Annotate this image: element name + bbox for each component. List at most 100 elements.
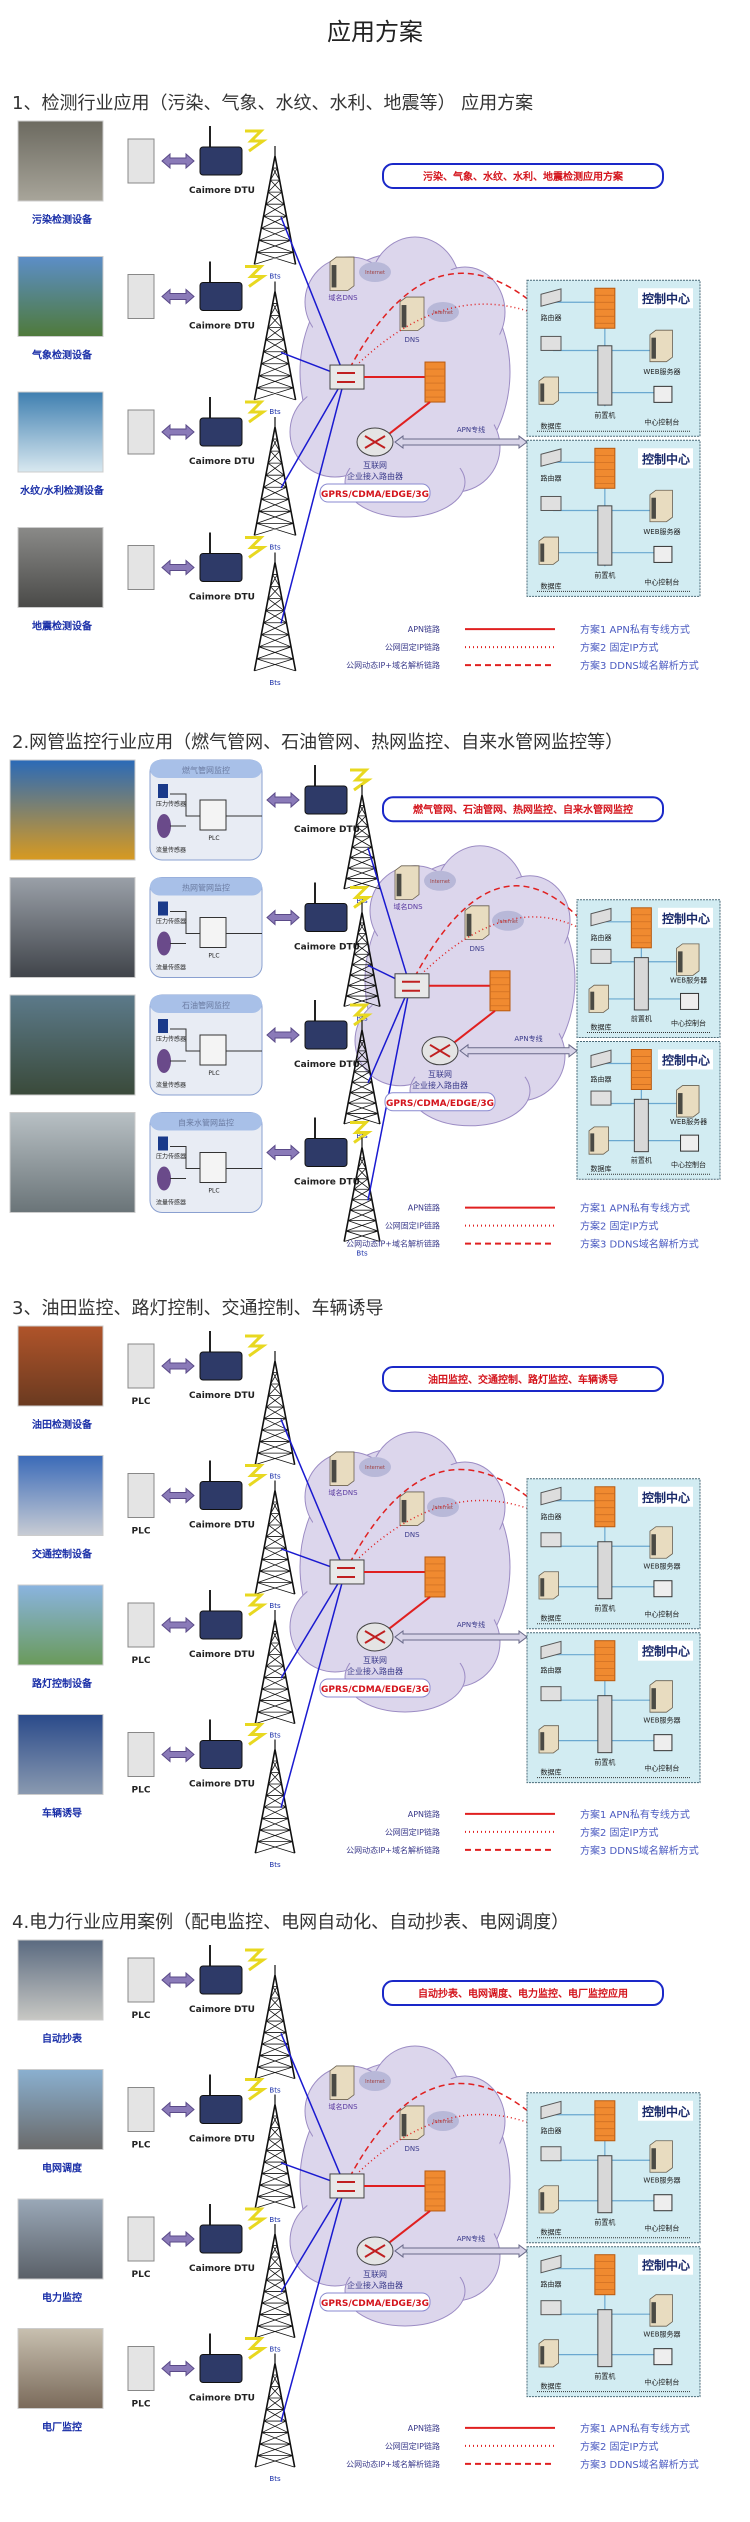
network-pill — [319, 1678, 431, 1698]
legend-link-label: APN链路 — [408, 2423, 440, 2433]
database-label: 数据库 — [541, 2228, 562, 2237]
signal-lightning-icon — [245, 1464, 268, 1487]
control-center-title: 控制中心 — [642, 1490, 690, 1505]
plc-module-icon — [127, 1602, 155, 1648]
wireless-link — [367, 985, 411, 1084]
frontend-label: 前置机 — [594, 2372, 615, 2381]
control-center-title-bg — [658, 907, 713, 928]
flow-sensor-label: 流量传感器 — [156, 846, 186, 854]
frontend-label: 前置机 — [594, 1758, 615, 1767]
router-icon — [590, 907, 612, 927]
bts-label: Bts — [269, 679, 281, 687]
bts-label: Bts — [269, 1602, 281, 1610]
dtu-label: Caimore DTU — [294, 1060, 360, 1070]
wireless-link — [367, 847, 411, 987]
wireless-link — [367, 985, 411, 1201]
dtu-device-icon — [199, 417, 243, 447]
device-label: 电力监控 — [42, 2291, 82, 2304]
dtu-label: Caimore DTU — [189, 1650, 255, 1660]
frontend-label: 前置机 — [594, 2218, 615, 2227]
dtu-device-icon — [199, 1740, 243, 1769]
console-label: 中心控制台 — [644, 2378, 679, 2387]
wireless-link — [280, 376, 346, 489]
panel-title: 燃气管网监控 — [182, 765, 230, 775]
flow-sensor-label: 流量传感器 — [156, 1081, 186, 1089]
network-diagram: 燃气管网、石油管网、热网监控、自来水管网监控燃气管网监控压力传感器流量传感器PL… — [9, 759, 721, 1258]
panel-header — [150, 995, 262, 1013]
server-front — [331, 2073, 337, 2097]
console-monitor-icon — [680, 992, 700, 1010]
dtu-label: Caimore DTU — [189, 1391, 255, 1401]
legend-scheme-label: 方案3 DDNS域名解析方式 — [580, 1238, 699, 1251]
wireless-link — [280, 2185, 346, 2422]
console-label: 中心控制台 — [644, 2224, 679, 2233]
double-arrow-icon — [266, 1144, 300, 1161]
internet-label: Internet — [498, 919, 518, 925]
legend-scheme-label: 方案2 固定IP方式 — [580, 1220, 659, 1233]
control-center-1: 控制中心路由器前置机WEB服务器数据库中心控制台 — [526, 1478, 701, 1630]
frontend-label: 前置机 — [594, 1604, 615, 1613]
network-pill — [319, 483, 431, 503]
server-front — [331, 265, 337, 288]
web-server-label: WEB服务器 — [670, 1117, 707, 1126]
server-front — [401, 2113, 407, 2137]
router-label: 路由器 — [541, 2126, 562, 2135]
device-photo — [17, 1714, 104, 1795]
control-center-title: 控制中心 — [642, 2258, 690, 2273]
flow-sensor-icon — [157, 1049, 171, 1073]
double-arrow-icon — [161, 423, 195, 441]
console-label: 中心控制台 — [671, 1019, 706, 1028]
legend: APN链路方案1 APN私有专线方式公网固定IP链路方案2 固定IP方式公网动态… — [346, 1202, 699, 1251]
bts-tower-icon — [254, 2353, 296, 2468]
router-icon — [540, 2100, 562, 2120]
tower-lattice — [254, 303, 296, 401]
domain-dns-label: 域名DNS — [328, 2102, 358, 2111]
router-icon — [540, 448, 562, 467]
bts-tower-icon — [343, 902, 381, 1007]
network-label: GPRS/CDMA/EDGE/3G — [321, 490, 429, 500]
switch-arrows — [337, 372, 355, 384]
device-label: 路灯控制设备 — [32, 1677, 93, 1690]
section-2: 2.网管监控行业应用（燃气管网、石油管网、热网监控、自来水管网监控等）燃气管网、… — [0, 728, 750, 1268]
signal-lightning-icon — [350, 1003, 373, 1027]
console-label: 中心控制台 — [644, 1610, 679, 1619]
signal-lightning-icon — [245, 1948, 268, 1972]
double-arrow-icon — [266, 909, 300, 926]
bts-label: Bts — [269, 1732, 281, 1740]
legend-link-label: 公网固定IP链路 — [385, 1221, 440, 1231]
tower-lattice — [255, 1760, 295, 1854]
server-front — [540, 383, 545, 402]
console-label: 中心控制台 — [644, 577, 679, 586]
control-center-1: 控制中心路由器前置机WEB服务器数据库中心控制台 — [526, 2092, 701, 2244]
signal-lightning-icon — [245, 265, 268, 288]
legend-link-label: APN链路 — [408, 1203, 440, 1213]
solution-banner: 油田监控、交通控制、路灯监控、车辆诱导 — [382, 1366, 664, 1393]
bts-label: Bts — [269, 408, 281, 416]
router-label: 路由器 — [541, 2280, 562, 2289]
section-heading: 1、检测行业应用（污染、气象、水纹、水利、地震等） 应用方案 — [12, 93, 534, 114]
frontend-label: 前置机 — [631, 1156, 652, 1165]
double-arrow-icon — [161, 2101, 195, 2118]
banner-box — [382, 1366, 664, 1393]
dtu-label: Caimore DTU — [189, 1780, 255, 1790]
bts-tower-icon — [254, 1351, 296, 1465]
bts-tower-icon — [253, 417, 297, 536]
panel-wiring — [170, 911, 262, 944]
frontend-label: 前置机 — [631, 1014, 652, 1023]
internet-mini-cloud — [359, 1456, 391, 1477]
control-center-title-bg — [638, 1640, 693, 1661]
legend-scheme-label: 方案1 APN私有专线方式 — [580, 623, 690, 636]
legend-scheme-label: 方案2 固定IP方式 — [580, 1826, 659, 1839]
server-front — [466, 913, 472, 937]
panel-header — [150, 1112, 262, 1131]
tower-leg — [343, 794, 381, 890]
network-label: GPRS/CDMA/EDGE/3G — [321, 1685, 429, 1695]
control-center-title-bg — [638, 1486, 693, 1507]
